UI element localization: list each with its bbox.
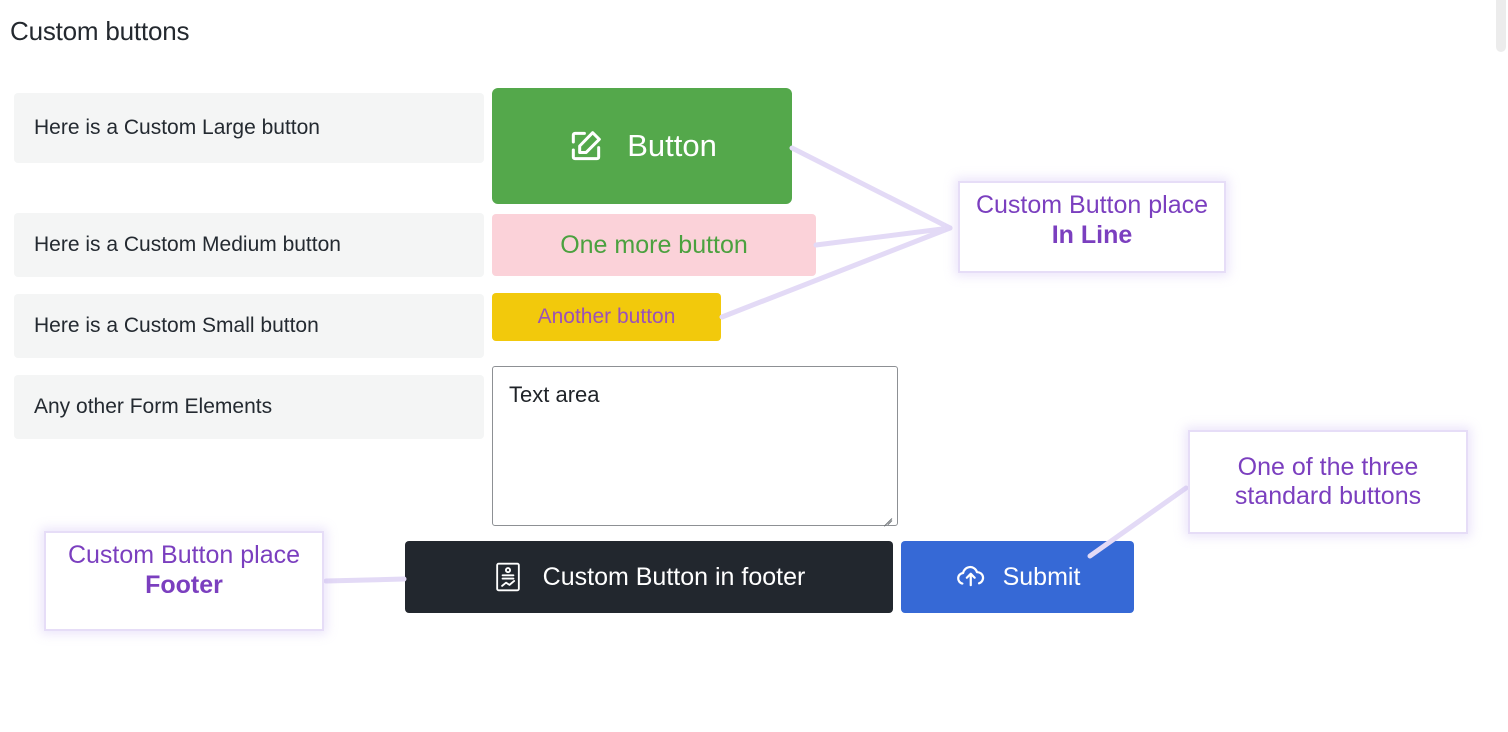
connector-medium-to-inline: [813, 225, 953, 248]
submit-button[interactable]: Submit: [901, 541, 1134, 613]
form-label-small: Here is a Custom Small button: [14, 294, 484, 358]
custom-large-button-label: Button: [627, 128, 717, 163]
custom-footer-button[interactable]: Custom Button in footer: [405, 541, 893, 613]
custom-footer-button-label: Custom Button in footer: [542, 562, 806, 591]
form-label-large: Here is a Custom Large button: [14, 93, 484, 163]
submit-button-label: Submit: [1002, 562, 1081, 591]
edit-square-icon: [567, 127, 605, 165]
custom-small-button-label: Another button: [537, 305, 676, 328]
cloud-upload-icon: [955, 563, 987, 591]
callout-footer: Custom Button place Footer: [44, 531, 324, 631]
callout-inline-line2: In Line: [1051, 220, 1133, 249]
vertical-scrollbar-track[interactable]: [1494, 0, 1508, 732]
form-label-medium: Here is a Custom Medium button: [14, 213, 484, 277]
connector-footer-to-button: [323, 576, 407, 584]
custom-small-button[interactable]: Another button: [492, 293, 721, 341]
callout-standard-line1: One of the three: [1237, 452, 1419, 481]
text-area-input[interactable]: [492, 366, 898, 526]
callout-footer-line1: Custom Button place: [67, 541, 301, 569]
callout-inline-line1: Custom Button place: [975, 191, 1209, 219]
callout-inline: Custom Button place In Line: [958, 181, 1226, 273]
callout-footer-line2: Footer: [145, 570, 223, 599]
report-document-icon: [493, 561, 523, 593]
custom-medium-button[interactable]: One more button: [492, 214, 816, 276]
vertical-scrollbar-thumb[interactable]: [1496, 0, 1506, 52]
callout-standard-line2: standard buttons: [1234, 482, 1422, 510]
custom-large-button[interactable]: Button: [492, 88, 792, 204]
page-title: Custom buttons: [10, 16, 190, 46]
callout-standard-buttons: One of the three standard buttons: [1188, 430, 1468, 534]
form-label-other-elements: Any other Form Elements: [14, 375, 484, 439]
custom-medium-button-label: One more button: [560, 230, 748, 259]
